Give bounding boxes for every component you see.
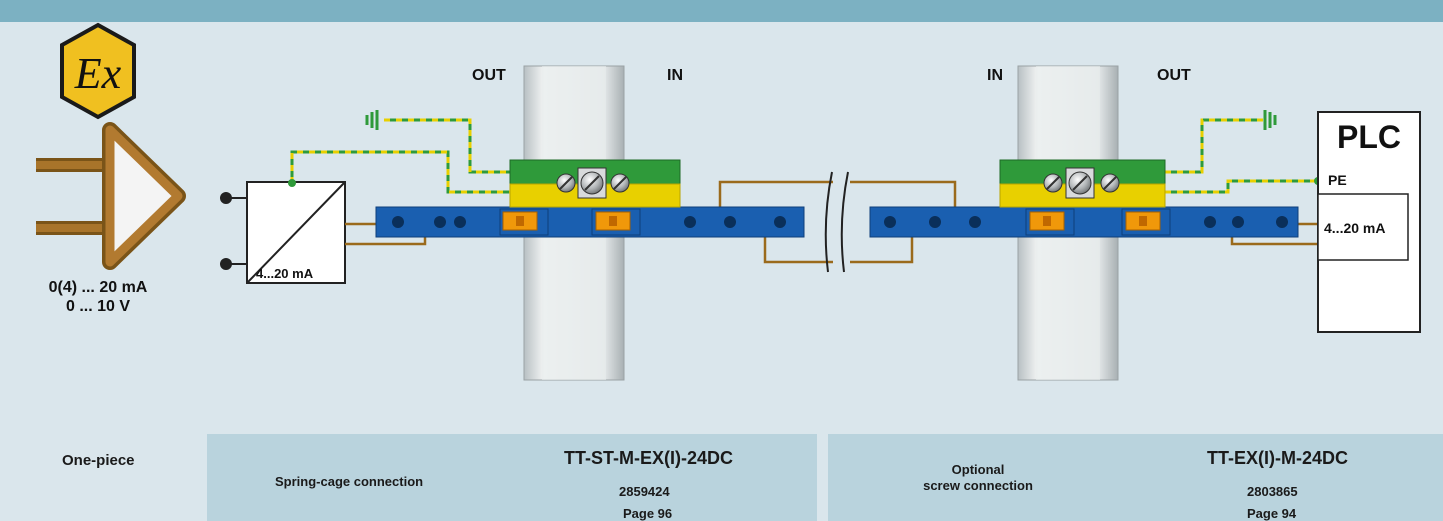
- left-out-label: OUT: [472, 67, 506, 84]
- screw-icon: [1043, 173, 1063, 193]
- screw-icon: [610, 173, 630, 193]
- input-range-current: 0(4) ... 20 mA: [49, 279, 148, 296]
- product-panel-screw: Optional screw connection TT-EX(I)-M-24D…: [828, 434, 1443, 521]
- panel2-product: TT-EX(I)-M-24DC: [1207, 448, 1348, 468]
- panel2-page: Page 94: [1247, 506, 1297, 521]
- panel2-order-no: 2803865: [1247, 484, 1298, 499]
- screw-icon: [556, 173, 576, 193]
- terminal-dot: [220, 258, 232, 270]
- earth-ground-icon: [365, 110, 379, 130]
- ground-wires: [290, 118, 1318, 194]
- plc-title: PLC: [1337, 119, 1401, 155]
- screw-icon: [1065, 167, 1095, 199]
- panel1-product: TT-ST-M-EX(I)-24DC: [564, 448, 733, 468]
- product-panel-spring: Spring-cage connection TT-ST-M-EX(I)-24D…: [207, 434, 817, 521]
- panel2-connection-line1: Optional: [951, 462, 1005, 477]
- wiring-diagram: Ex 0(4) ... 20 mA 0 ... 10 V 4...20 mA O…: [36, 22, 1421, 381]
- left-in-label: IN: [667, 67, 683, 84]
- input-range-voltage: 0 ... 10 V: [66, 298, 130, 315]
- line-break-icon: [824, 171, 849, 273]
- right-terminal-module: [869, 159, 1299, 238]
- panel1-order-no: 2859424: [619, 484, 670, 499]
- signal-source-triangle-icon: [36, 122, 186, 270]
- terminal-dot: [220, 192, 232, 204]
- plc-input-label: 4...20 mA: [1324, 220, 1385, 236]
- ex-explosion-protection-icon: Ex: [60, 22, 136, 120]
- panel1-page: Page 96: [623, 506, 673, 521]
- footer-left-label: One-piece: [62, 452, 135, 469]
- plc-block: [1317, 111, 1421, 333]
- transmitter-block: [220, 181, 346, 284]
- screw-icon: [1100, 173, 1120, 193]
- header-bar: [0, 0, 1443, 22]
- right-out-label: OUT: [1157, 67, 1191, 84]
- svg-text:Ex: Ex: [74, 49, 122, 98]
- right-in-label: IN: [987, 67, 1003, 84]
- panel1-connection: Spring-cage connection: [275, 474, 424, 489]
- screw-icon: [577, 167, 607, 199]
- transmitter-label: 4...20 mA: [256, 266, 314, 281]
- plc-pe-label: PE: [1328, 172, 1347, 188]
- earth-ground-icon: [1263, 110, 1277, 130]
- panel2-connection-line2: screw connection: [923, 478, 1033, 493]
